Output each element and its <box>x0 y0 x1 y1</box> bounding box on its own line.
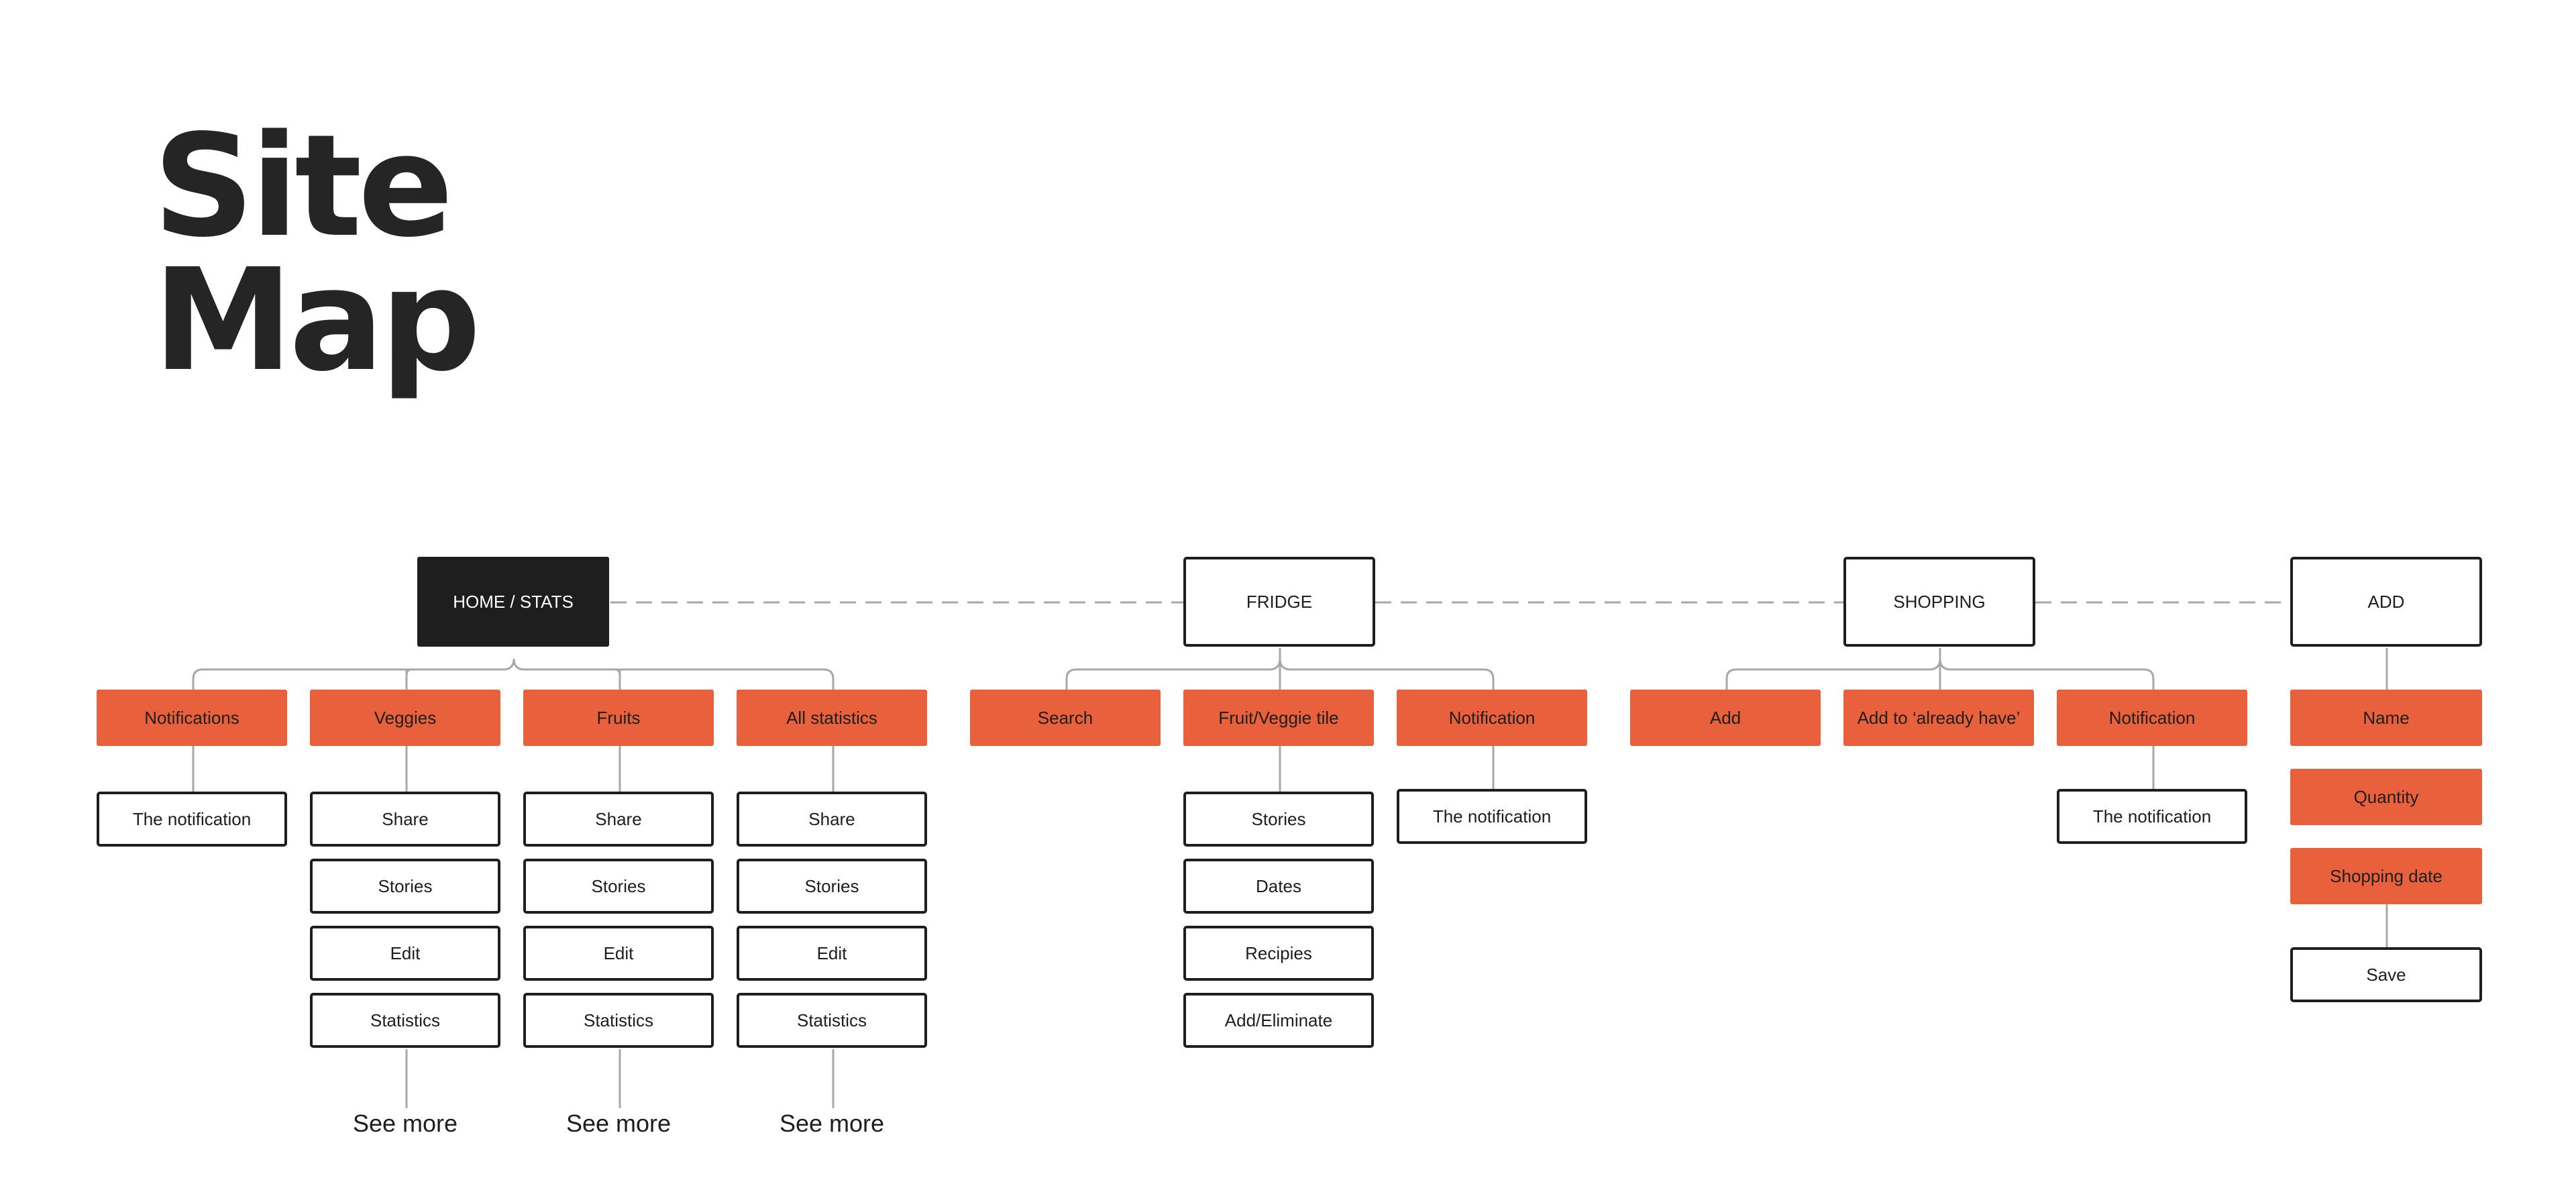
home-fruits[interactable]: Fruits <box>523 690 714 746</box>
bracket-home <box>192 658 835 690</box>
shopping-add[interactable]: Add <box>1630 690 1821 746</box>
root-fridge[interactable]: FRIDGE <box>1183 557 1375 647</box>
root-home-stats[interactable]: HOME / STATS <box>417 557 609 647</box>
root-shopping[interactable]: SHOPPING <box>1843 557 2035 647</box>
all-statistics-see-more[interactable]: See more <box>779 1110 885 1137</box>
fruits-edit[interactable]: Edit <box>523 926 714 981</box>
fridge-search[interactable]: Search <box>970 690 1161 746</box>
home-notifications[interactable]: Notifications <box>97 690 287 746</box>
fridge-notification[interactable]: Notification <box>1397 690 1587 746</box>
page-title-line2: Map <box>153 238 481 402</box>
shopping-notification[interactable]: Notification <box>2057 690 2247 746</box>
tile-add-eliminate[interactable]: Add/Eliminate <box>1183 993 1374 1048</box>
fruits-share[interactable]: Share <box>523 792 714 847</box>
home-notification-detail[interactable]: The notification <box>97 792 287 847</box>
all-statistics-stories[interactable]: Stories <box>737 859 927 914</box>
veggies-share[interactable]: Share <box>310 792 500 847</box>
veggies-see-more[interactable]: See more <box>352 1110 458 1137</box>
fruits-stories[interactable]: Stories <box>523 859 714 914</box>
fruits-see-more[interactable]: See more <box>566 1110 672 1137</box>
add-shopping-date[interactable]: Shopping date <box>2290 848 2482 904</box>
fridge-notification-detail[interactable]: The notification <box>1397 789 1587 844</box>
all-statistics-statistics[interactable]: Statistics <box>737 993 927 1048</box>
tile-dates[interactable]: Dates <box>1183 859 1374 914</box>
tile-stories[interactable]: Stories <box>1183 792 1374 847</box>
add-save[interactable]: Save <box>2290 947 2482 1002</box>
veggies-stories[interactable]: Stories <box>310 859 500 914</box>
page-title-line1: Site <box>153 104 453 268</box>
fruits-statistics[interactable]: Statistics <box>523 993 714 1048</box>
shopping-add-already-have[interactable]: Add to ‘already have’ <box>1843 690 2034 746</box>
add-name[interactable]: Name <box>2290 690 2482 746</box>
fridge-fruit-veggie-tile[interactable]: Fruit/Veggie tile <box>1183 690 1374 746</box>
shopping-notification-detail[interactable]: The notification <box>2057 789 2247 844</box>
all-statistics-edit[interactable]: Edit <box>737 926 927 981</box>
all-statistics-share[interactable]: Share <box>737 792 927 847</box>
home-all-statistics[interactable]: All statistics <box>737 690 927 746</box>
tile-recipies[interactable]: Recipies <box>1183 926 1374 981</box>
veggies-edit[interactable]: Edit <box>310 926 500 981</box>
root-add[interactable]: ADD <box>2290 557 2482 647</box>
home-veggies[interactable]: Veggies <box>310 690 500 746</box>
add-quantity[interactable]: Quantity <box>2290 769 2482 825</box>
veggies-statistics[interactable]: Statistics <box>310 993 500 1048</box>
